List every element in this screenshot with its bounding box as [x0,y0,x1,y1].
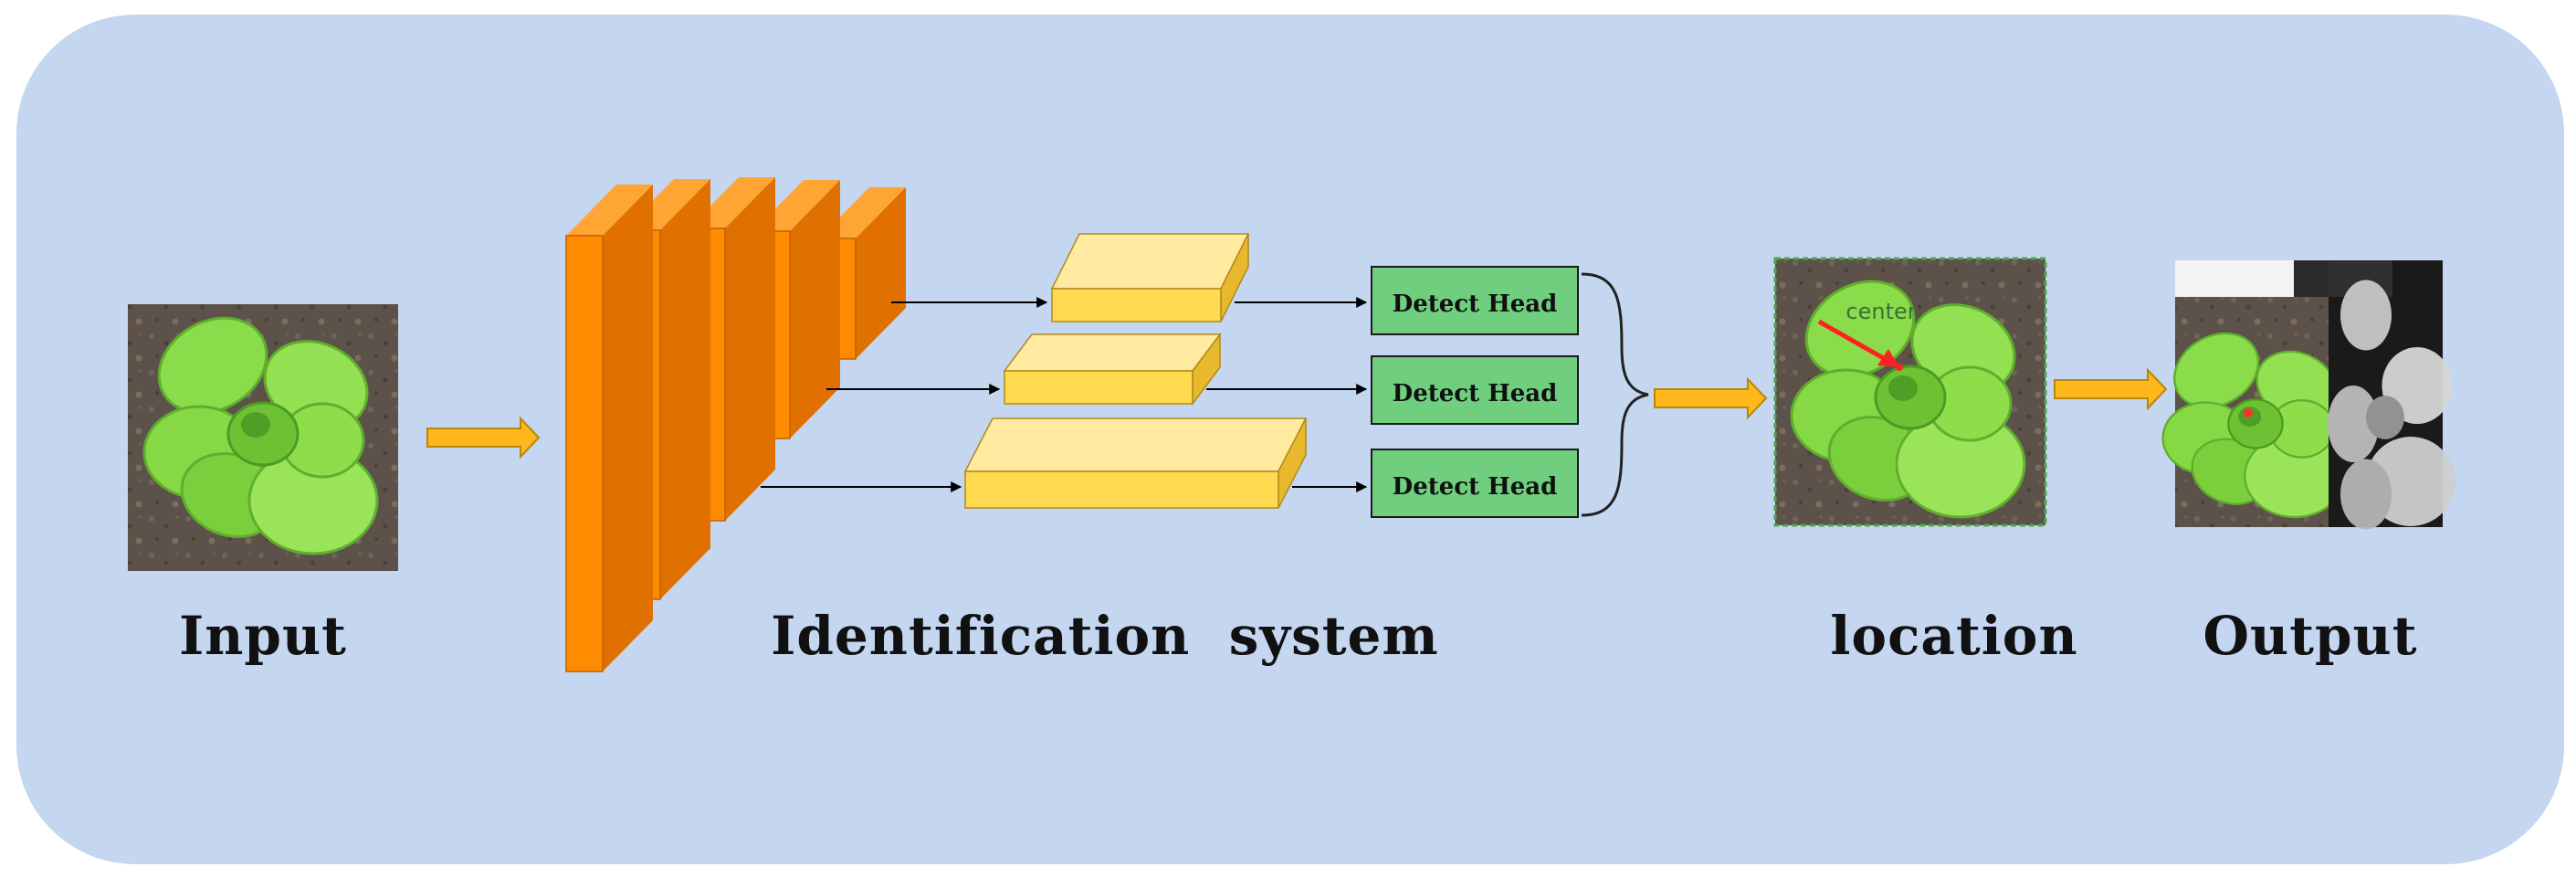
neck-box-1 [1050,233,1250,322]
location-image: center [1773,257,2047,527]
flow-arrow-1 [426,416,541,460]
identification-system-caption: Identification system [771,605,1439,667]
flow-arrow-3 [2054,367,2168,411]
output-image [2160,260,2455,530]
center-label: center [1845,299,1916,324]
detect-head-3-label: Detect Head [1393,473,1558,501]
neck-box-3 [963,417,1308,509]
merge-brace [1581,272,1649,517]
neck-box-2 [1003,332,1222,407]
detect-head-2: Detect Head [1371,355,1579,425]
center-pointer-head [1877,349,1899,367]
center-point [1896,364,1903,371]
location-caption: location [1830,605,2078,667]
detect-head-1-label: Detect Head [1393,291,1558,318]
detect-head-2-label: Detect Head [1393,380,1558,407]
detect-head-3: Detect Head [1371,449,1579,518]
flow-arrow-2 [1654,376,1768,420]
backbone-layer-1 [565,185,653,672]
input-image [128,297,398,571]
output-caption: Output [2203,605,2418,667]
center-pointer-arrow [1817,319,1888,363]
input-caption: Input [179,605,347,667]
detect-head-1: Detect Head [1371,266,1579,335]
